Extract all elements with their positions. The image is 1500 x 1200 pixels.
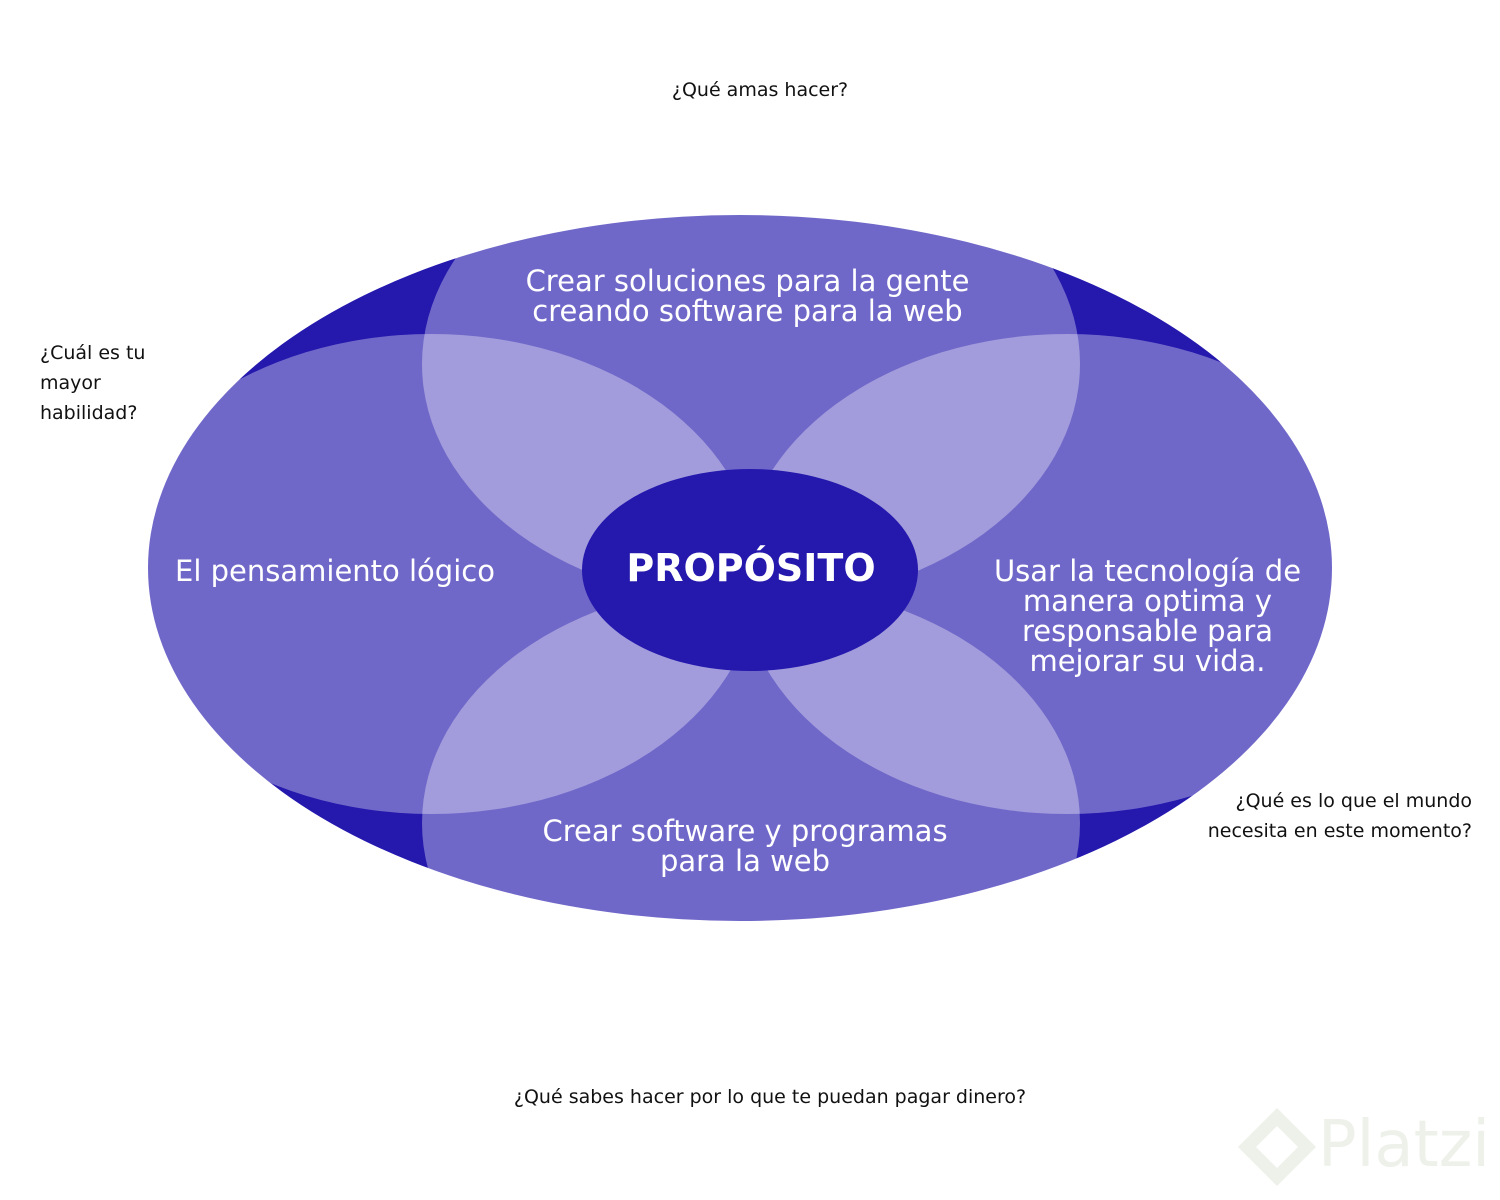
question-paid: ¿Qué sabes hacer por lo que te puedan pa… <box>400 1082 1140 1112</box>
answer-world-needs-line: responsable para <box>1021 614 1274 648</box>
answer-world-needs-line: mejorar su vida. <box>1029 644 1266 678</box>
center-ellipse <box>582 469 918 671</box>
answer-world-needs-line: manera optima y <box>1022 584 1273 618</box>
question-love: ¿Qué amas hacer? <box>500 75 1020 105</box>
purpose-title: PROPÓSITO <box>626 546 876 590</box>
answer-love-line: Crear soluciones para la gente <box>525 264 970 298</box>
question-world-needs-line: necesita en este momento? <box>1207 820 1472 842</box>
answer-skill-line: El pensamiento lógico <box>175 554 495 588</box>
petal-left <box>104 334 758 814</box>
answer-paid-line: Crear software y programas <box>542 814 948 848</box>
question-paid-line: ¿Qué sabes hacer por lo que te puedan pa… <box>513 1086 1027 1108</box>
petal-right <box>740 334 1394 814</box>
question-skill: ¿Cuál es tu mayor habilidad? <box>40 338 190 428</box>
watermark-brand: Platzi <box>1318 1108 1491 1182</box>
petal-top <box>422 124 1080 604</box>
answer-world-needs: Usar la tecnología de manera optima y re… <box>960 556 1335 676</box>
question-world-needs: ¿Qué es lo que el mundo necesita en este… <box>1150 786 1472 846</box>
answer-love-line: creando software para la web <box>532 294 963 328</box>
question-world-needs-line: ¿Qué es lo que el mundo <box>1235 790 1473 812</box>
answer-paid-line: para la web <box>659 844 831 878</box>
answer-paid: Crear software y programas para la web <box>490 816 1000 876</box>
platzi-logo-icon <box>1238 1108 1316 1186</box>
question-love-line: ¿Qué amas hacer? <box>671 79 849 101</box>
question-skill-line: habilidad? <box>40 402 138 424</box>
question-skill-line: ¿Cuál es tu <box>40 342 146 364</box>
answer-skill: El pensamiento lógico <box>160 556 510 586</box>
answer-world-needs-line: Usar la tecnología de <box>993 554 1302 588</box>
question-skill-line: mayor <box>40 372 101 394</box>
answer-love: Crear soluciones para la gente creando s… <box>460 266 1035 326</box>
petal-bottom <box>422 583 1080 1063</box>
